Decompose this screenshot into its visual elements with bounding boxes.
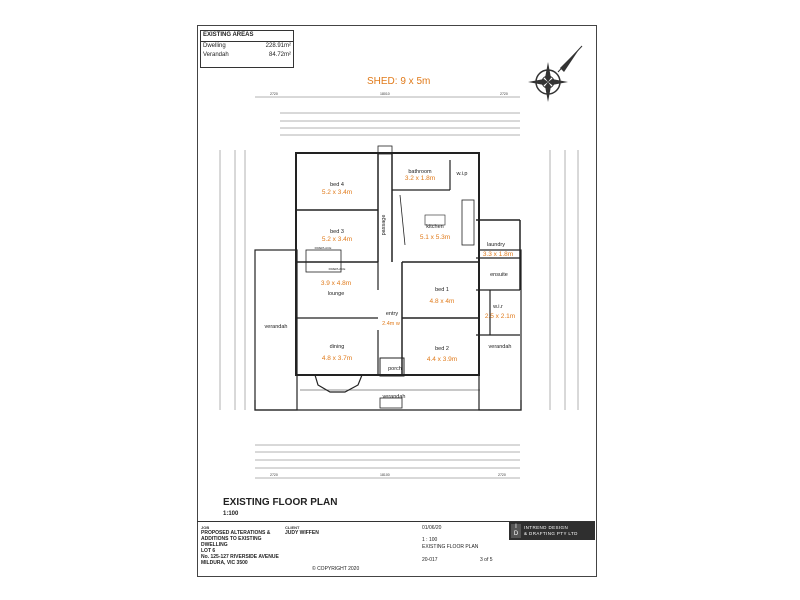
room-label-bathroom: bathroom xyxy=(408,169,432,175)
room-label-bed3: bed 3 xyxy=(330,229,344,235)
job-line: PROPOSED ALTERATIONS & xyxy=(201,530,271,536)
area-label: Dwelling xyxy=(203,43,226,49)
svg-text:18010: 18010 xyxy=(380,92,390,96)
room-label-porch: porch xyxy=(388,366,402,372)
label-fireplace-2: FIREPLACE xyxy=(329,267,346,271)
room-label-wir: w.i.r xyxy=(492,304,503,310)
job-cell: JOB PROPOSED ALTERATIONS & ADDITIONS TO … xyxy=(201,525,283,575)
room-size-dining: 4.8 x 3.7m xyxy=(322,355,352,362)
job-line: LOT 6 xyxy=(201,548,216,554)
job-line: ADDITIONS TO EXISTING xyxy=(201,536,262,542)
shed-label: SHED: 9 x 5m xyxy=(367,76,431,87)
room-label-entry: entry xyxy=(386,311,398,317)
svg-text:18100: 18100 xyxy=(380,473,390,477)
area-value: 84.72m² xyxy=(268,52,291,58)
client-name: JUDY WIFFEN xyxy=(285,530,319,536)
room-label-dining: dining xyxy=(330,344,345,350)
room-label-passage: passage xyxy=(381,215,387,236)
drawing-sheet xyxy=(197,25,597,577)
room-size-laundry: 3.3 x 1.8m xyxy=(483,251,513,258)
north-compass-icon xyxy=(528,45,583,102)
company-name: INTREND DESIGN xyxy=(524,525,569,530)
room-size-bed4: 5.2 x 3.4m xyxy=(322,189,352,196)
room-label-kitchen: kitchen xyxy=(426,224,443,230)
room-size-bed3: 5.2 x 3.4m xyxy=(322,236,352,243)
title-block: JOB PROPOSED ALTERATIONS & ADDITIONS TO … xyxy=(197,521,595,576)
client-cell: CLIENT JUDY WIFFEN xyxy=(285,525,345,539)
room-label-ensuite: ensuite xyxy=(490,272,508,278)
area-value: 228.91m² xyxy=(265,43,291,49)
sheet-name: EXISTING FLOOR PLAN xyxy=(422,544,479,550)
room-label-verandah-right: verandah xyxy=(489,344,512,350)
sheet-number: 3 of 5 xyxy=(480,557,493,563)
room-label-wip: w.i.p xyxy=(455,171,467,177)
room-label-lounge: lounge xyxy=(328,291,345,297)
room-label-bed4: bed 4 xyxy=(330,182,344,188)
room-size-bathroom: 3.2 x 1.8m xyxy=(405,175,435,182)
label-fireplace-1: FIREPLACE xyxy=(315,246,332,250)
room-size-lounge: 3.9 x 4.8m xyxy=(321,280,351,287)
svg-text:2720: 2720 xyxy=(500,92,508,96)
room-size-bed1: 4.8 x 4m xyxy=(430,298,455,305)
room-size-wir: 2.5 x 2.1m xyxy=(485,313,515,320)
job-line: No. 125-127 RIVERSIDE AVENUE xyxy=(201,554,279,560)
room-label-bed1: bed 1 xyxy=(435,287,449,293)
room-label-laundry: laundry xyxy=(487,242,505,248)
existing-areas-table: EXISTING AREAS Dwelling 228.91m² Veranda… xyxy=(200,30,294,68)
svg-text:2720: 2720 xyxy=(270,473,278,477)
room-label-verandah-bottom: verandah xyxy=(383,394,406,400)
svg-text:2720: 2720 xyxy=(498,473,506,477)
company-subname: & DRAFTING PTY LTD xyxy=(524,531,578,536)
drawing-scale: 1 : 100 xyxy=(422,537,438,543)
existing-areas-title: EXISTING AREAS xyxy=(201,31,293,42)
job-line: DWELLING xyxy=(201,542,228,548)
plan-scale: 1:100 xyxy=(223,511,239,517)
area-row-verandah: Verandah 84.72m² xyxy=(201,51,293,60)
room-label-bed2: bed 2 xyxy=(435,346,449,352)
svg-text:2720: 2720 xyxy=(270,92,278,96)
room-label-verandah-left: verandah xyxy=(265,324,288,330)
client-label: CLIENT xyxy=(285,525,300,530)
drawing-date: 01/06/20 xyxy=(422,525,442,531)
room-size-bed2: 4.4 x 3.9m xyxy=(427,356,457,363)
copyright: © COPYRIGHT 2020 xyxy=(312,566,360,572)
area-label: Verandah xyxy=(203,52,229,58)
plan-title: EXISTING FLOOR PLAN xyxy=(223,497,338,508)
area-row-dwelling: Dwelling 228.91m² xyxy=(201,42,293,51)
job-label: JOB xyxy=(201,525,210,530)
job-line: MILDURA, VIC 3500 xyxy=(201,560,248,566)
room-size-entry: 2.4m w xyxy=(382,321,400,327)
room-size-kitchen: 5.1 x 5.3m xyxy=(420,234,450,241)
job-number: 20-017 xyxy=(422,557,438,563)
